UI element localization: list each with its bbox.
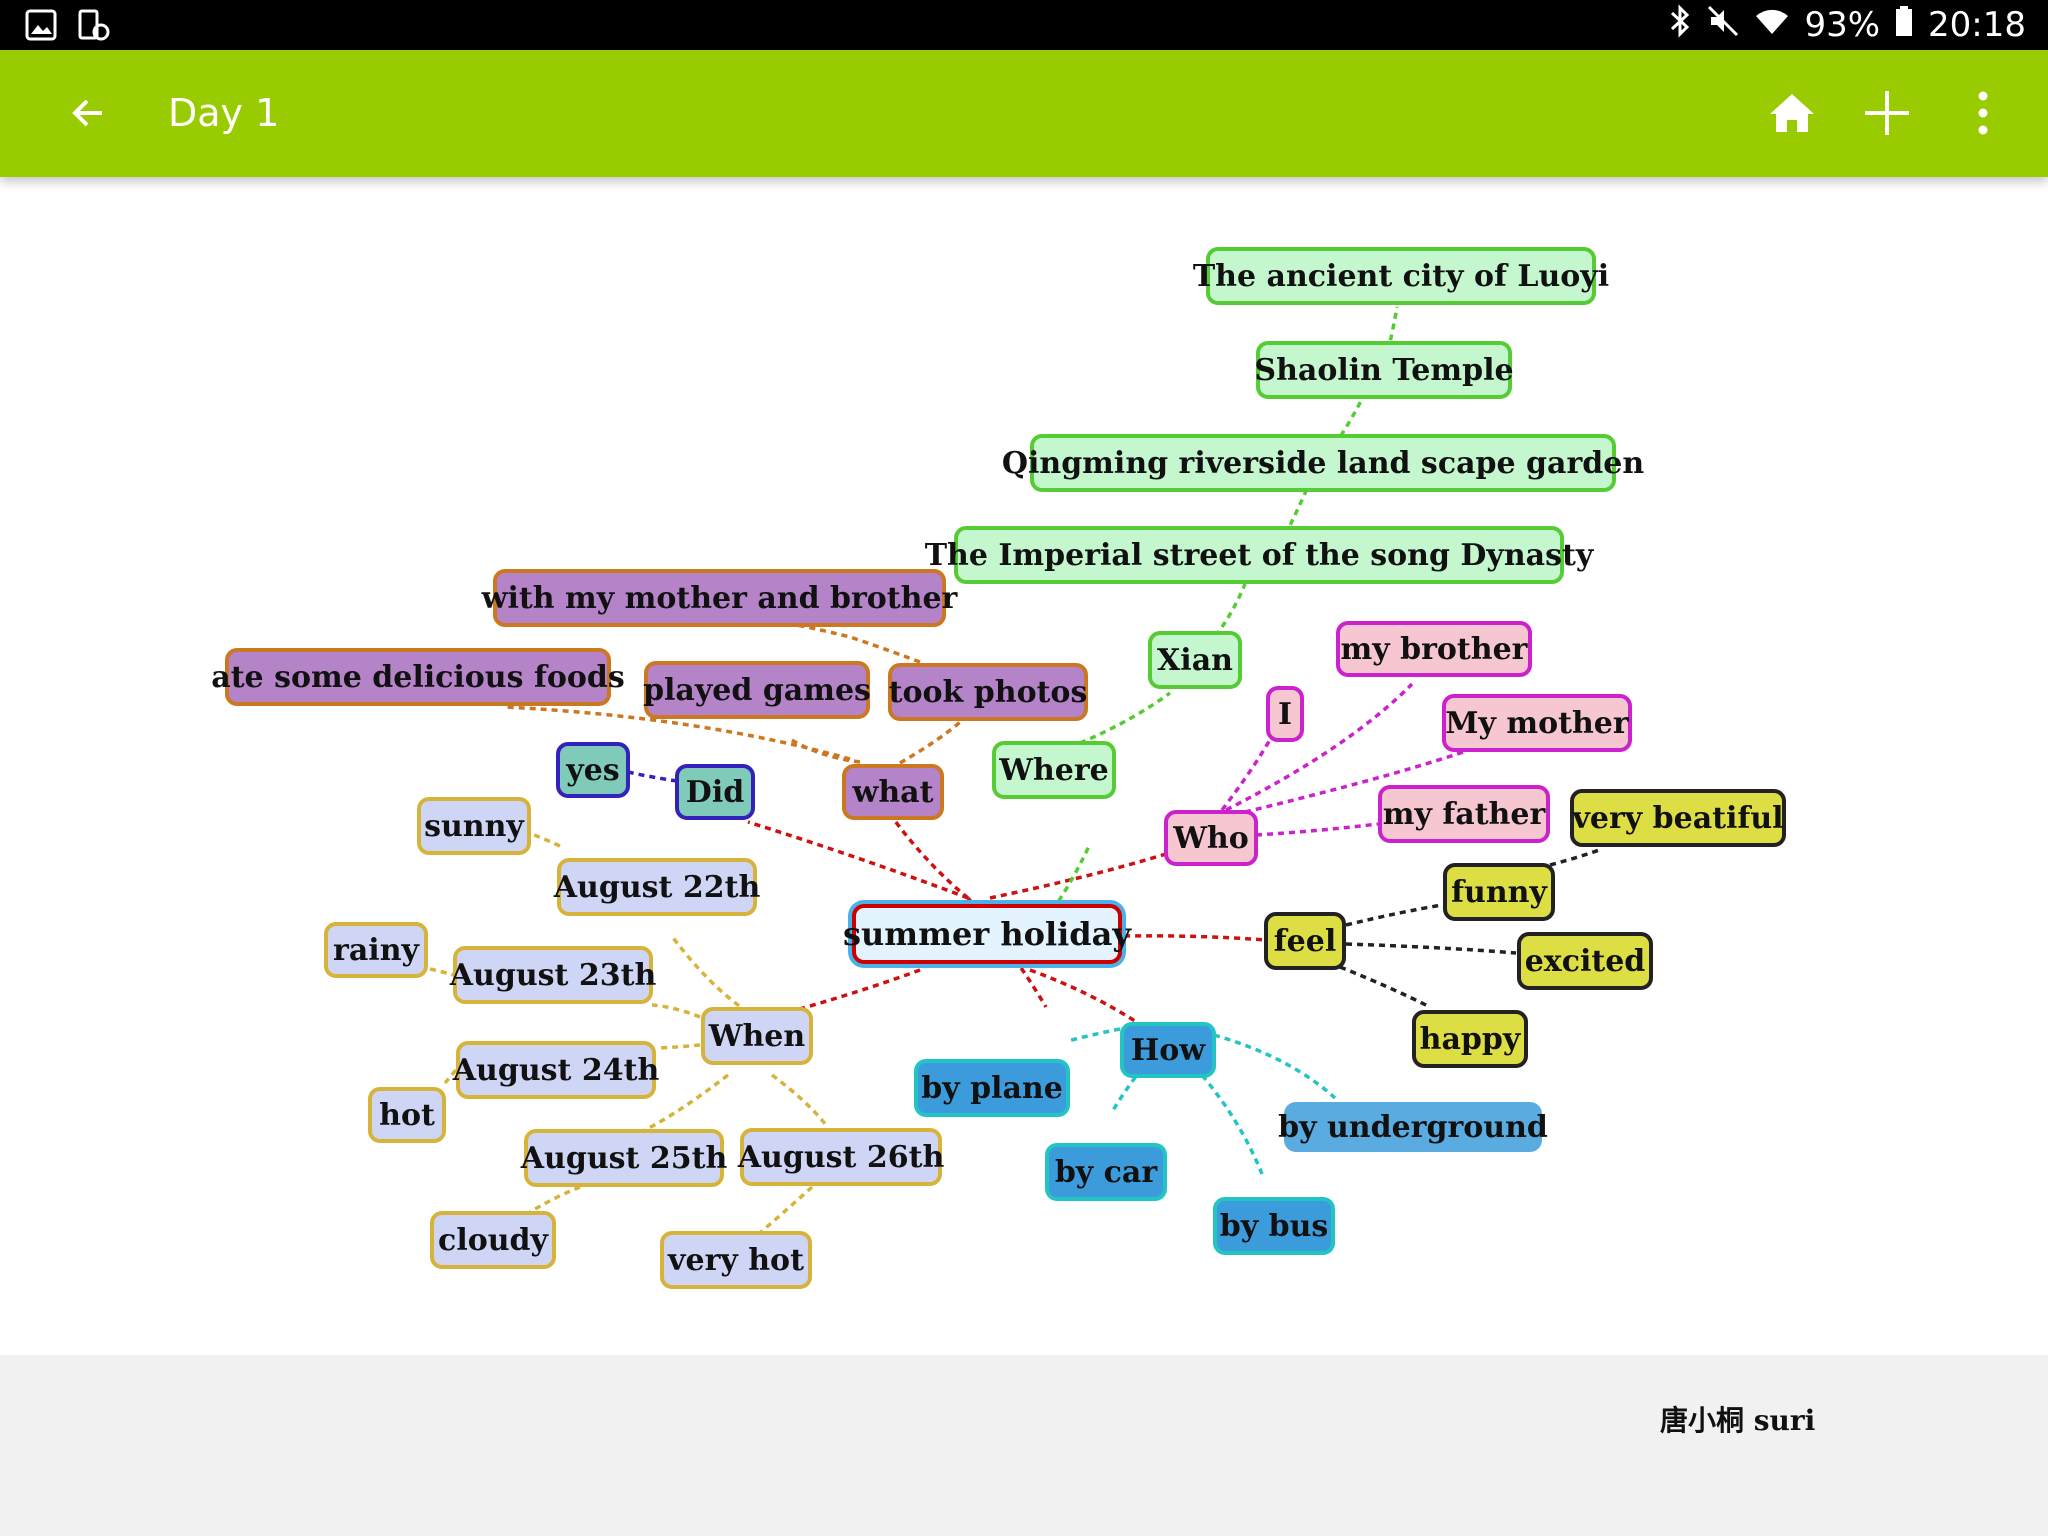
add-button[interactable] bbox=[1857, 83, 1917, 143]
screen-rotation-icon bbox=[76, 8, 110, 46]
link-what-delicious bbox=[504, 705, 851, 761]
node-by-underground[interactable]: by underground bbox=[1278, 1102, 1548, 1152]
home-icon bbox=[1770, 94, 1814, 132]
node-august-22th[interactable]: August 22th bbox=[554, 858, 760, 916]
link-when-aug25 bbox=[644, 1073, 730, 1132]
node-how[interactable]: How bbox=[1120, 1022, 1216, 1078]
battery-level: 93% bbox=[1804, 5, 1881, 45]
status-bar: 93% 20:18 bbox=[0, 0, 2048, 50]
link-aug24-hot bbox=[443, 1068, 458, 1085]
node-i[interactable]: I bbox=[1266, 686, 1304, 742]
node-played-games[interactable]: played games bbox=[643, 661, 871, 719]
node-my-mother[interactable]: My mother bbox=[1442, 694, 1632, 752]
link-what-games bbox=[789, 737, 861, 764]
link-aug25-cloudy bbox=[529, 1185, 581, 1214]
arrow-left-icon bbox=[72, 99, 102, 127]
node-august-24th[interactable]: August 24th bbox=[453, 1041, 659, 1099]
node-qingming-garden[interactable]: Qingming riverside land scape garden bbox=[1002, 434, 1644, 492]
link-root-feel bbox=[1123, 934, 1267, 942]
link-how-car bbox=[1110, 1049, 1158, 1113]
node-excited[interactable]: excited bbox=[1517, 932, 1653, 990]
node-hot[interactable]: hot bbox=[368, 1087, 446, 1143]
clock: 20:18 bbox=[1928, 5, 2026, 45]
more-options-button[interactable] bbox=[1953, 83, 2013, 143]
link-how-bus bbox=[1178, 1049, 1264, 1175]
node-happy[interactable]: happy bbox=[1412, 1010, 1528, 1068]
node-sunny[interactable]: sunny bbox=[417, 797, 531, 855]
node-imperial-street[interactable]: The Imperial street of the song Dynasty bbox=[925, 526, 1593, 584]
node-very-hot[interactable]: very hot bbox=[660, 1231, 812, 1289]
node-who[interactable]: Who bbox=[1164, 810, 1258, 866]
link-root-did bbox=[747, 820, 969, 900]
more-vertical-icon bbox=[1978, 91, 1988, 135]
link-when-aug26 bbox=[770, 1073, 828, 1127]
link-who-father bbox=[1255, 822, 1379, 837]
link-root-who bbox=[989, 852, 1167, 900]
node-summer-holiday[interactable]: summer holiday bbox=[843, 904, 1131, 964]
node-cloudy[interactable]: cloudy bbox=[430, 1211, 556, 1269]
author-signature: 唐小桐 suri bbox=[1660, 1404, 1816, 1437]
node-rainy[interactable]: rainy bbox=[324, 922, 428, 978]
link-root-how bbox=[1029, 968, 1139, 1025]
link-where-xian bbox=[1079, 691, 1172, 745]
page-title: Day 1 bbox=[168, 91, 280, 135]
node-yes[interactable]: yes bbox=[556, 742, 630, 798]
link-photos-mother-brother bbox=[779, 620, 921, 664]
link-when-aug23 bbox=[651, 1003, 701, 1019]
node-when[interactable]: When bbox=[701, 1007, 813, 1065]
node-with-mother-brother[interactable]: with my mother and brother bbox=[482, 569, 957, 627]
bluetooth-icon bbox=[1668, 3, 1692, 47]
link-how-plane bbox=[1067, 1027, 1121, 1043]
node-did[interactable]: Did bbox=[675, 764, 755, 820]
link-aug22-sunny bbox=[528, 831, 561, 848]
link-qingming-shaolin bbox=[1320, 398, 1364, 465]
node-my-father[interactable]: my father bbox=[1378, 785, 1550, 843]
battery-icon bbox=[1894, 4, 1914, 47]
link-where-where bbox=[1044, 843, 1092, 921]
link-did-yes bbox=[627, 770, 678, 783]
link-feel-excited bbox=[1345, 942, 1517, 955]
app-bar: Day 1 bbox=[0, 50, 2048, 177]
gallery-icon bbox=[24, 8, 58, 46]
node-what[interactable]: what bbox=[842, 764, 944, 820]
plus-icon bbox=[1865, 91, 1909, 135]
node-my-brother[interactable]: my brother bbox=[1336, 621, 1532, 677]
link-funny-beautiful bbox=[1549, 847, 1603, 867]
link-when-aug22 bbox=[669, 933, 749, 1014]
node-august-26th[interactable]: August 26th bbox=[738, 1128, 944, 1186]
node-very-beatiful[interactable]: very beatiful bbox=[1570, 789, 1786, 847]
wifi-icon bbox=[1754, 4, 1790, 47]
link-what-photos bbox=[899, 713, 970, 765]
node-where[interactable]: Where bbox=[992, 741, 1116, 799]
link-feel-happy bbox=[1339, 965, 1431, 1009]
link-how-underground bbox=[1213, 1033, 1337, 1100]
link-when-aug24 bbox=[657, 1043, 701, 1050]
node-feel[interactable]: feel bbox=[1264, 912, 1346, 970]
home-button[interactable] bbox=[1762, 83, 1822, 143]
node-by-plane[interactable]: by plane bbox=[914, 1059, 1070, 1117]
link-aug26-veryhot bbox=[759, 1185, 814, 1234]
node-august-25th[interactable]: August 25th bbox=[521, 1129, 727, 1187]
node-ancient-city-luoyi[interactable]: The ancient city of Luoyi bbox=[1193, 247, 1609, 305]
mindmap-canvas: summer holiday Where Xian The Imperial s… bbox=[0, 177, 2048, 1437]
mute-icon bbox=[1706, 4, 1740, 47]
node-funny[interactable]: funny bbox=[1443, 863, 1555, 921]
link-xian-imperial bbox=[1191, 583, 1247, 662]
node-ate-delicious-foods[interactable]: ate some delicious foods bbox=[211, 648, 625, 706]
link-who-mother bbox=[1244, 749, 1467, 814]
link-feel-funny bbox=[1345, 903, 1443, 927]
node-took-photos[interactable]: took photos bbox=[888, 663, 1088, 721]
link-who-brother bbox=[1225, 682, 1414, 812]
back-button[interactable] bbox=[58, 83, 118, 143]
link-root-what bbox=[893, 819, 970, 900]
node-xian[interactable]: Xian bbox=[1148, 631, 1242, 689]
link-root-when bbox=[795, 968, 921, 1012]
node-by-car[interactable]: by car bbox=[1045, 1143, 1167, 1201]
node-by-bus[interactable]: by bus bbox=[1213, 1197, 1335, 1255]
node-shaolin-temple[interactable]: Shaolin Temple bbox=[1254, 341, 1514, 399]
node-august-23th[interactable]: August 23th bbox=[450, 946, 656, 1004]
